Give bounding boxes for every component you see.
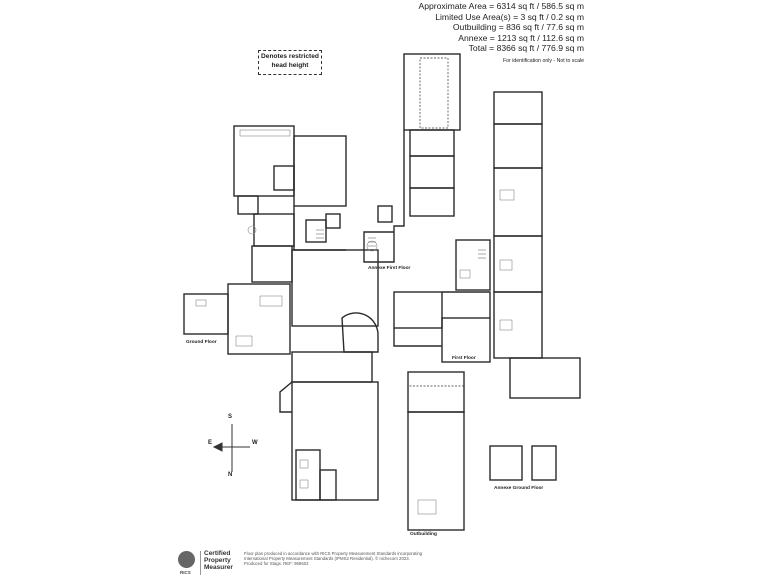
bedroom-3 bbox=[455, 239, 491, 291]
utility bbox=[183, 293, 229, 335]
first-floor-loft bbox=[407, 371, 465, 413]
identification-note: For identification only - Not to scale bbox=[502, 57, 584, 64]
first-floor-caption: First Floor bbox=[452, 356, 476, 361]
bedroom-1 bbox=[509, 357, 581, 399]
barn bbox=[407, 411, 465, 531]
area-summary: Approximate Area = 6314 sq ft / 586.5 sq… bbox=[418, 1, 584, 67]
first-floor-plan bbox=[393, 91, 581, 399]
ground-floor-caption: Ground Floor bbox=[186, 340, 217, 345]
compass-w: W bbox=[252, 440, 258, 446]
bedroom-9 bbox=[441, 317, 491, 363]
bedroom-3 bbox=[409, 187, 455, 217]
annexe-first-floor-caption: Annexe First Floor bbox=[368, 266, 411, 271]
area-approx: Approximate Area = 6314 sq ft / 586.5 sq… bbox=[418, 1, 584, 11]
annexe-ground-floor-caption: Annexe Ground Floor bbox=[494, 486, 544, 491]
ground-floor-plan bbox=[183, 125, 379, 501]
area-total: Total = 8366 sq ft / 776.9 sq m bbox=[468, 43, 584, 54]
divider bbox=[200, 551, 201, 575]
wc bbox=[237, 195, 259, 215]
bedroom-6 bbox=[493, 167, 543, 237]
restricted-head-height-legend: Denotes restricted head height bbox=[258, 50, 322, 75]
bedroom-1 bbox=[409, 129, 455, 157]
hall-small bbox=[291, 351, 373, 383]
bedroom-2 bbox=[393, 291, 443, 329]
area-outbuilding: Outbuilding = 836 sq ft / 77.6 sq m bbox=[452, 22, 584, 33]
annexe-entry bbox=[489, 445, 523, 481]
rics-logo-icon bbox=[178, 551, 195, 568]
outbuilding-caption: Outbuilding bbox=[410, 532, 437, 537]
bedroom-8 bbox=[493, 91, 543, 125]
compass bbox=[212, 424, 250, 472]
hall bbox=[291, 381, 379, 501]
annexe-first-floor-plan bbox=[363, 53, 461, 263]
compass-e: E bbox=[208, 440, 213, 446]
kitchen bbox=[227, 283, 291, 355]
bedroom-7 bbox=[493, 123, 543, 169]
sitting-room bbox=[403, 53, 461, 131]
rics-logo-text: RICS bbox=[180, 570, 191, 575]
bedroom-5 bbox=[493, 235, 543, 293]
annexe-ground-floor-plan bbox=[489, 445, 557, 481]
bar-area bbox=[293, 135, 347, 207]
legal-notice: Floor plan produced in accordance with R… bbox=[244, 551, 423, 567]
certified-property-measurer: Certified Property Measurer bbox=[204, 550, 233, 571]
compass-s: S bbox=[228, 414, 233, 420]
compass-n: N bbox=[228, 472, 233, 478]
area-limited: Limited Use Area(s) = 3 sq ft / 0.2 sq m bbox=[435, 11, 584, 22]
area-annexe: Annexe = 1213 sq ft / 112.6 sq m bbox=[458, 32, 584, 43]
games-room bbox=[233, 125, 295, 197]
annexe-store bbox=[531, 445, 557, 481]
bedroom-2 bbox=[409, 155, 455, 189]
restaurant-area bbox=[291, 249, 379, 327]
bedroom-4 bbox=[493, 291, 543, 359]
